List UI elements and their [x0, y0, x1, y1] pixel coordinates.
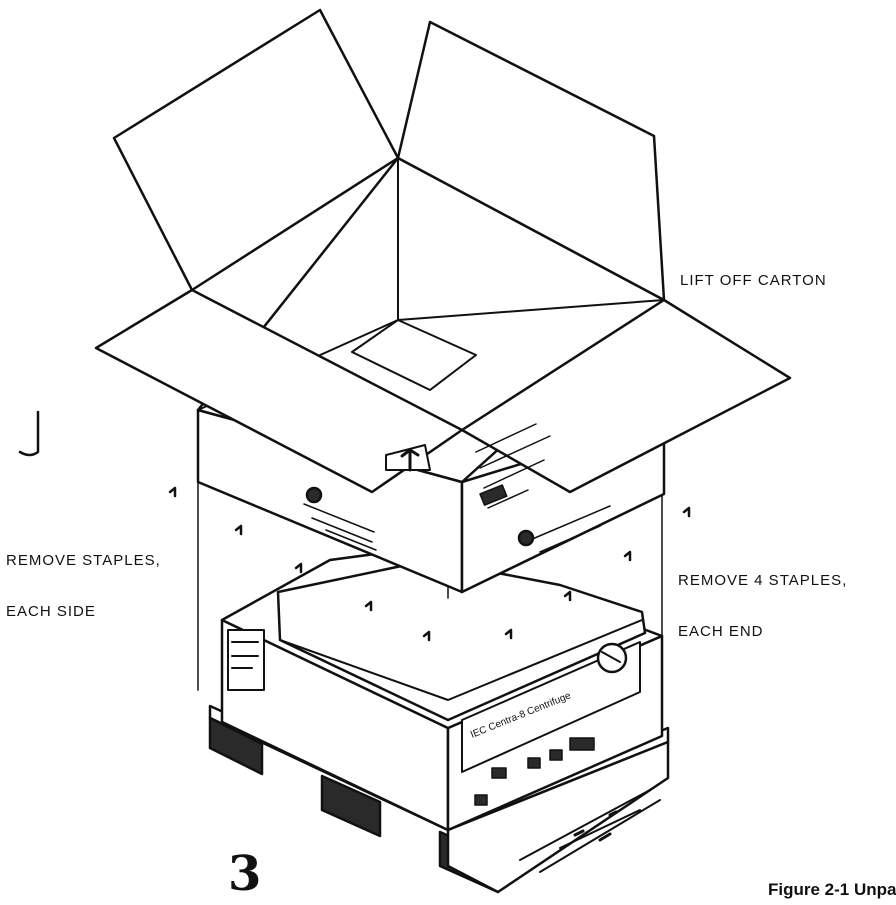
label-side-line-2: EACH SIDE: [6, 603, 96, 620]
end-panel: [227, 629, 265, 691]
label-side-line-1: REMOVE STAPLES,: [6, 552, 161, 569]
flap-front-right: [460, 298, 792, 494]
margin-mark: [18, 410, 40, 457]
label-remove-staples-side: REMOVE STAPLES, EACH SIDE: [6, 518, 161, 637]
label-end-line-2: EACH END: [678, 623, 764, 640]
label-remove-staples-end: REMOVE 4 STAPLES, EACH END: [678, 538, 847, 657]
control-panel: [461, 641, 641, 773]
flap-back-right: [396, 20, 666, 302]
pallet-left-block: [208, 716, 264, 776]
pallet-right-runner: [446, 740, 670, 894]
staple-markers: [168, 486, 691, 642]
page-number: 3: [228, 846, 262, 902]
label-lift-off-carton: LIFT OFF CARTON: [680, 272, 827, 289]
hand-hole-end: [517, 529, 535, 547]
label-end-line-1: REMOVE 4 STAPLES,: [678, 572, 848, 589]
pallet-front-left-block: [320, 774, 382, 838]
hand-hole-side: [305, 486, 323, 504]
figure-caption: Figure 2-1 Unpa: [768, 880, 896, 899]
this-side-up-arrow: [385, 444, 431, 471]
carton: [94, 8, 792, 594]
machine: IEC Centra-8 Centrifuge: [220, 546, 664, 832]
